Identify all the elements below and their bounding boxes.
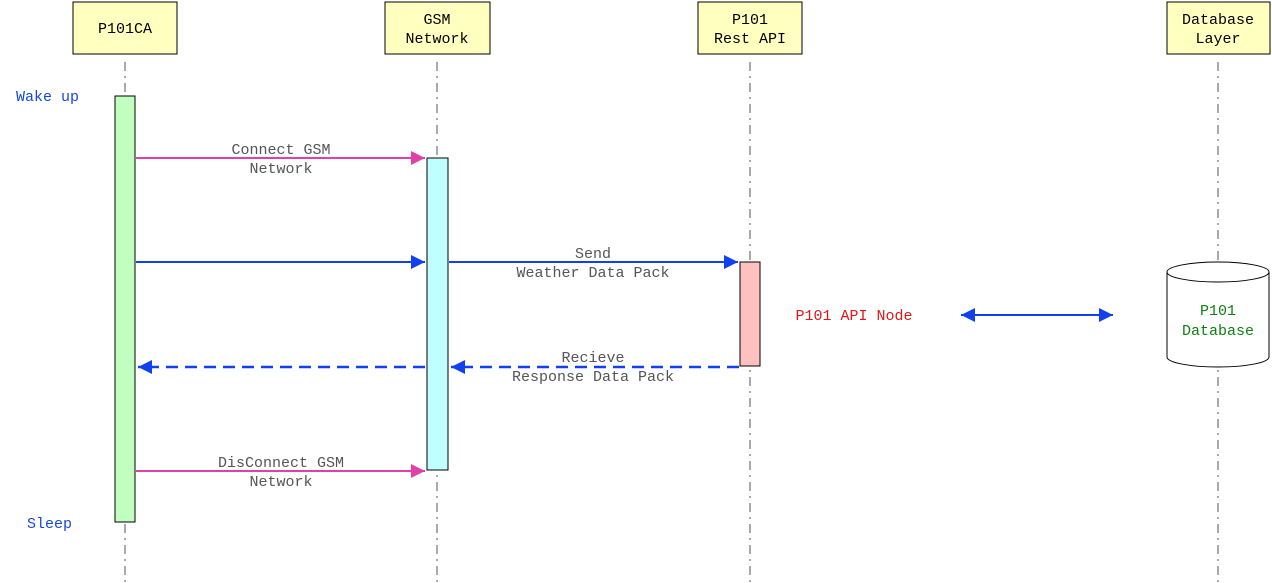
participant-api-label-2: Rest API	[714, 31, 786, 48]
message-connect-label-1: Connect GSM	[231, 142, 330, 159]
participant-db-label-1: Database	[1182, 12, 1254, 29]
sleep-note: Sleep	[27, 516, 72, 533]
activation-p101ca	[114, 95, 136, 523]
wake-up-note: Wake up	[16, 89, 79, 106]
participant-gsm-label-1: GSM	[423, 12, 450, 29]
participant-db-label-2: Layer	[1195, 31, 1240, 48]
database-label-2: Database	[1182, 323, 1254, 340]
message-send-label-2: Weather Data Pack	[516, 265, 669, 282]
participant-db: Database Layer	[1166, 1, 1271, 55]
message-send: Send Weather Data Pack	[449, 246, 738, 282]
message-connect-label-2: Network	[249, 161, 312, 178]
message-connect: Connect GSM Network	[136, 142, 425, 178]
database-cylinder: P101 Database	[1166, 261, 1270, 368]
message-receive: Recieve Response Data Pack	[451, 350, 739, 386]
message-send-label-1: Send	[575, 246, 611, 263]
database-label-1: P101	[1200, 303, 1236, 320]
message-receive-label-1: Recieve	[561, 350, 624, 367]
api-node-note: P101 API Node	[795, 308, 912, 325]
participant-p101ca: P101CA	[72, 1, 178, 55]
participant-api-label-1: P101	[732, 12, 768, 29]
message-disconnect-label-2: Network	[249, 474, 312, 491]
activation-gsm	[426, 157, 449, 471]
activation-api	[739, 261, 761, 367]
participant-api: P101 Rest API	[697, 1, 803, 55]
participant-p101ca-label: P101CA	[98, 21, 152, 38]
message-disconnect-label-1: DisConnect GSM	[218, 455, 344, 472]
message-receive-label-2: Response Data Pack	[512, 369, 674, 386]
participant-gsm-label-2: Network	[405, 31, 468, 48]
message-disconnect: DisConnect GSM Network	[136, 455, 425, 491]
participant-gsm: GSM Network	[384, 1, 491, 55]
